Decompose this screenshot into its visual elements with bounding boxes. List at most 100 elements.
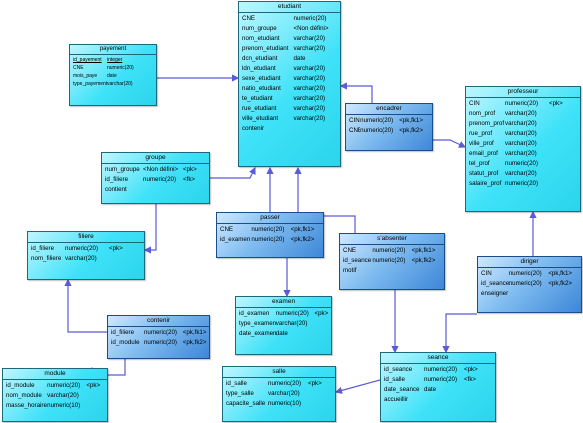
attribute-name: num_groupe — [105, 166, 140, 173]
attribute-type: varchar(20) — [268, 390, 300, 397]
attribute-name: CIN — [469, 100, 480, 107]
link-seance-salle — [334, 379, 381, 394]
attribute-key: <pk> — [549, 100, 563, 107]
attribute-key — [314, 319, 328, 329]
attribute-row: num_groupe<Non défini><pk> — [105, 165, 206, 175]
entity-title: encadrer — [346, 104, 432, 115]
attribute-name: date_seance — [384, 386, 420, 393]
link-contenir-filiere — [64, 278, 107, 333]
attribute-key: <pk> — [109, 245, 123, 252]
attribute-row: num_groupe<Non défini> — [242, 24, 337, 34]
entity-title: passer — [217, 213, 323, 224]
attribute-key: <pk,fk1> — [399, 117, 423, 124]
attribute-key — [548, 289, 578, 299]
link-diriger-seance — [442, 313, 477, 354]
entity-title: etudiant — [239, 2, 340, 13]
attribute-key — [549, 119, 575, 129]
attribute-type: numeric(20) — [508, 280, 542, 287]
attribute-row: accueillir — [384, 395, 492, 405]
attribute-type: numeric(20) — [424, 366, 458, 373]
entity-title: contenir — [108, 316, 209, 327]
attribute-key — [109, 254, 135, 264]
attribute-key: <pk,fk1> — [548, 270, 573, 277]
attribute-key — [549, 169, 575, 179]
attribute-name: masse_horaire — [6, 402, 47, 409]
attribute-key: <pk,fk2> — [399, 127, 423, 134]
attribute-key — [549, 139, 575, 149]
attribute-key — [141, 72, 153, 80]
attribute-key — [141, 56, 153, 64]
attribute-name: salaire_prof — [469, 180, 502, 187]
attribute-name: id_module — [111, 339, 140, 346]
attribute-name: id_module — [6, 382, 35, 389]
attribute-name: id_filiere — [111, 329, 135, 336]
entity-title: module — [3, 369, 107, 380]
attribute-name: id_salle — [226, 380, 247, 387]
link-groupe-filiere — [143, 190, 157, 254]
attribute-name: statut_prof — [469, 170, 499, 177]
attribute-type: numeric(10) — [47, 402, 81, 409]
attribute-key: <pk> — [464, 366, 478, 373]
attribute-key — [314, 329, 328, 339]
attribute-row: motif — [343, 266, 441, 276]
attribute-type: numeric(20) — [293, 15, 327, 22]
attribute-row: id_payement integer — [73, 56, 153, 64]
attribute-type: varchar(20) — [505, 110, 537, 117]
attribute-list: CNE numeric(20) num_groupe<Non défini>nom_… — [239, 13, 340, 135]
attribute-name: rue_prof — [469, 130, 493, 137]
attribute-type — [143, 185, 183, 195]
attribute-type: integer — [107, 57, 123, 63]
attribute-key — [549, 179, 575, 189]
attribute-type — [293, 124, 337, 134]
attribute-key — [549, 109, 575, 119]
attribute-key — [549, 129, 575, 139]
attribute-type: varchar(20) — [293, 105, 326, 112]
attribute-name: CNE — [242, 15, 256, 22]
attribute-name: enseigner — [481, 290, 509, 297]
attribute-name: CIN — [481, 270, 492, 277]
attribute-key: <pk,fk1> — [411, 247, 436, 254]
attribute-name: id_examen — [239, 310, 270, 317]
attribute-key — [412, 266, 441, 276]
entity-title: s'absenter — [340, 234, 444, 245]
attribute-type: numeric(20) — [251, 236, 285, 243]
attribute-name: id_examen — [220, 236, 251, 243]
attribute-type: varchar(20) — [293, 85, 326, 92]
attribute-name: id_payement — [73, 57, 102, 63]
entity-title: examen — [236, 297, 331, 308]
entity-title: filiere — [28, 232, 144, 243]
attribute-name: id_filiere — [105, 176, 129, 183]
attribute-name: contient — [105, 186, 127, 193]
attribute-name: ville_etudiant — [242, 115, 279, 122]
